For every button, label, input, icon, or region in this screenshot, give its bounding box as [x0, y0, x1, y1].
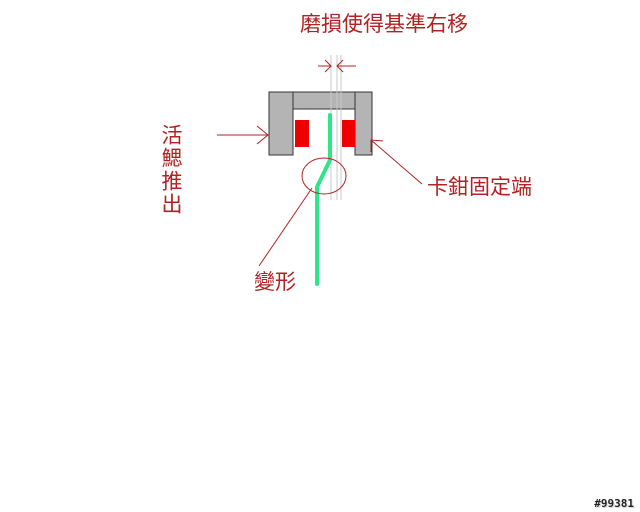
reference-lines [330, 55, 342, 200]
watermark: #99381 [594, 497, 634, 510]
deformation-leader [258, 187, 313, 267]
brake-pad-right [342, 120, 355, 147]
caliper-body [268, 91, 373, 156]
piston-push-label: 活鰓推出 [159, 124, 183, 216]
caliper-right-arm [354, 91, 373, 156]
fixed-end-arrow [370, 139, 423, 185]
push-arrow [217, 125, 269, 145]
shift-arrows [318, 59, 356, 73]
deformation-label: 變形 [254, 270, 296, 294]
caliper-left-arm [268, 91, 294, 156]
deformation-ellipse [301, 157, 347, 195]
caliper-fixed-end-label: 卡鉗固定端 [427, 175, 532, 199]
brake-pad-left [295, 120, 309, 147]
brake-disc [315, 113, 332, 286]
wear-shift-label: 磨損使得基準右移 [300, 12, 468, 36]
